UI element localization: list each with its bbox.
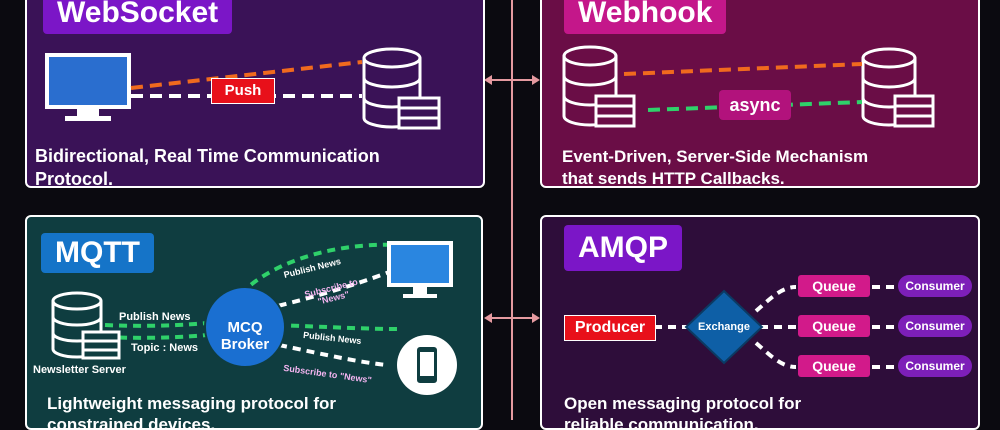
webhook-title: Webhook xyxy=(564,0,727,34)
consumer-3: Consumer xyxy=(898,355,972,377)
async-label: async xyxy=(719,90,791,120)
queue-1: Queue xyxy=(798,275,870,297)
monitor-icon xyxy=(45,53,131,121)
websocket-description-line2: Protocol. xyxy=(35,169,114,188)
websocket-title: WebSocket xyxy=(43,0,233,34)
exchange-diamond xyxy=(684,289,764,365)
websocket-description-line1: Bidirectional, Real Time Communication xyxy=(35,146,380,166)
mqtt-description-line1: Lightweight messaging protocol for xyxy=(47,394,336,413)
websocket-diagram xyxy=(45,47,441,130)
newsletter-server-label: Newsletter Server xyxy=(33,364,126,376)
webhook-diagram xyxy=(562,45,935,128)
producer-box: Producer xyxy=(564,315,656,341)
broker-label-line1: MCQ xyxy=(227,319,263,336)
monitor-icon xyxy=(387,241,453,298)
push-label: Push xyxy=(211,78,275,104)
amqp-description-line2: reliable communication. xyxy=(564,415,759,430)
database-server-icon xyxy=(362,47,441,130)
webhook-description-line2: that sends HTTP Callbacks. xyxy=(562,169,785,188)
mobile-phone-icon xyxy=(397,335,457,395)
broker-label: MCQ Broker xyxy=(205,319,285,353)
exchange-label: Exchange xyxy=(698,321,750,333)
connector-arrows xyxy=(484,0,540,420)
database-server-icon xyxy=(562,45,636,128)
publish-news-left: Publish News xyxy=(119,311,191,323)
websocket-panel: WebSocket Push Bidirectional, Real Time … xyxy=(25,0,485,188)
mqtt-title: MQTT xyxy=(41,233,154,273)
broker-label-line2: Broker xyxy=(220,336,270,353)
mqtt-description-line2: constrained devices. xyxy=(47,415,216,430)
amqp-diagram xyxy=(654,285,894,369)
topic-news: Topic : News xyxy=(131,342,199,354)
webhook-panel: Webhook async Event-Driven, Server-Side … xyxy=(540,0,980,188)
amqp-panel: AMQP Producer Exchange Queue Queue Queue… xyxy=(540,215,980,430)
mqtt-diagram xyxy=(51,241,457,395)
queue-3: Queue xyxy=(798,355,870,377)
consumer-2: Consumer xyxy=(898,315,972,337)
mqtt-panel: MQTT xyxy=(25,215,483,430)
consumer-1: Consumer xyxy=(898,275,972,297)
broker-circle xyxy=(204,286,286,368)
database-server-icon xyxy=(51,291,121,360)
amqp-description-line1: Open messaging protocol for xyxy=(564,394,802,413)
queue-2: Queue xyxy=(798,315,870,337)
database-server-icon xyxy=(861,47,935,128)
webhook-description-line1: Event-Driven, Server-Side Mechanism xyxy=(562,147,869,166)
amqp-title: AMQP xyxy=(564,225,682,271)
